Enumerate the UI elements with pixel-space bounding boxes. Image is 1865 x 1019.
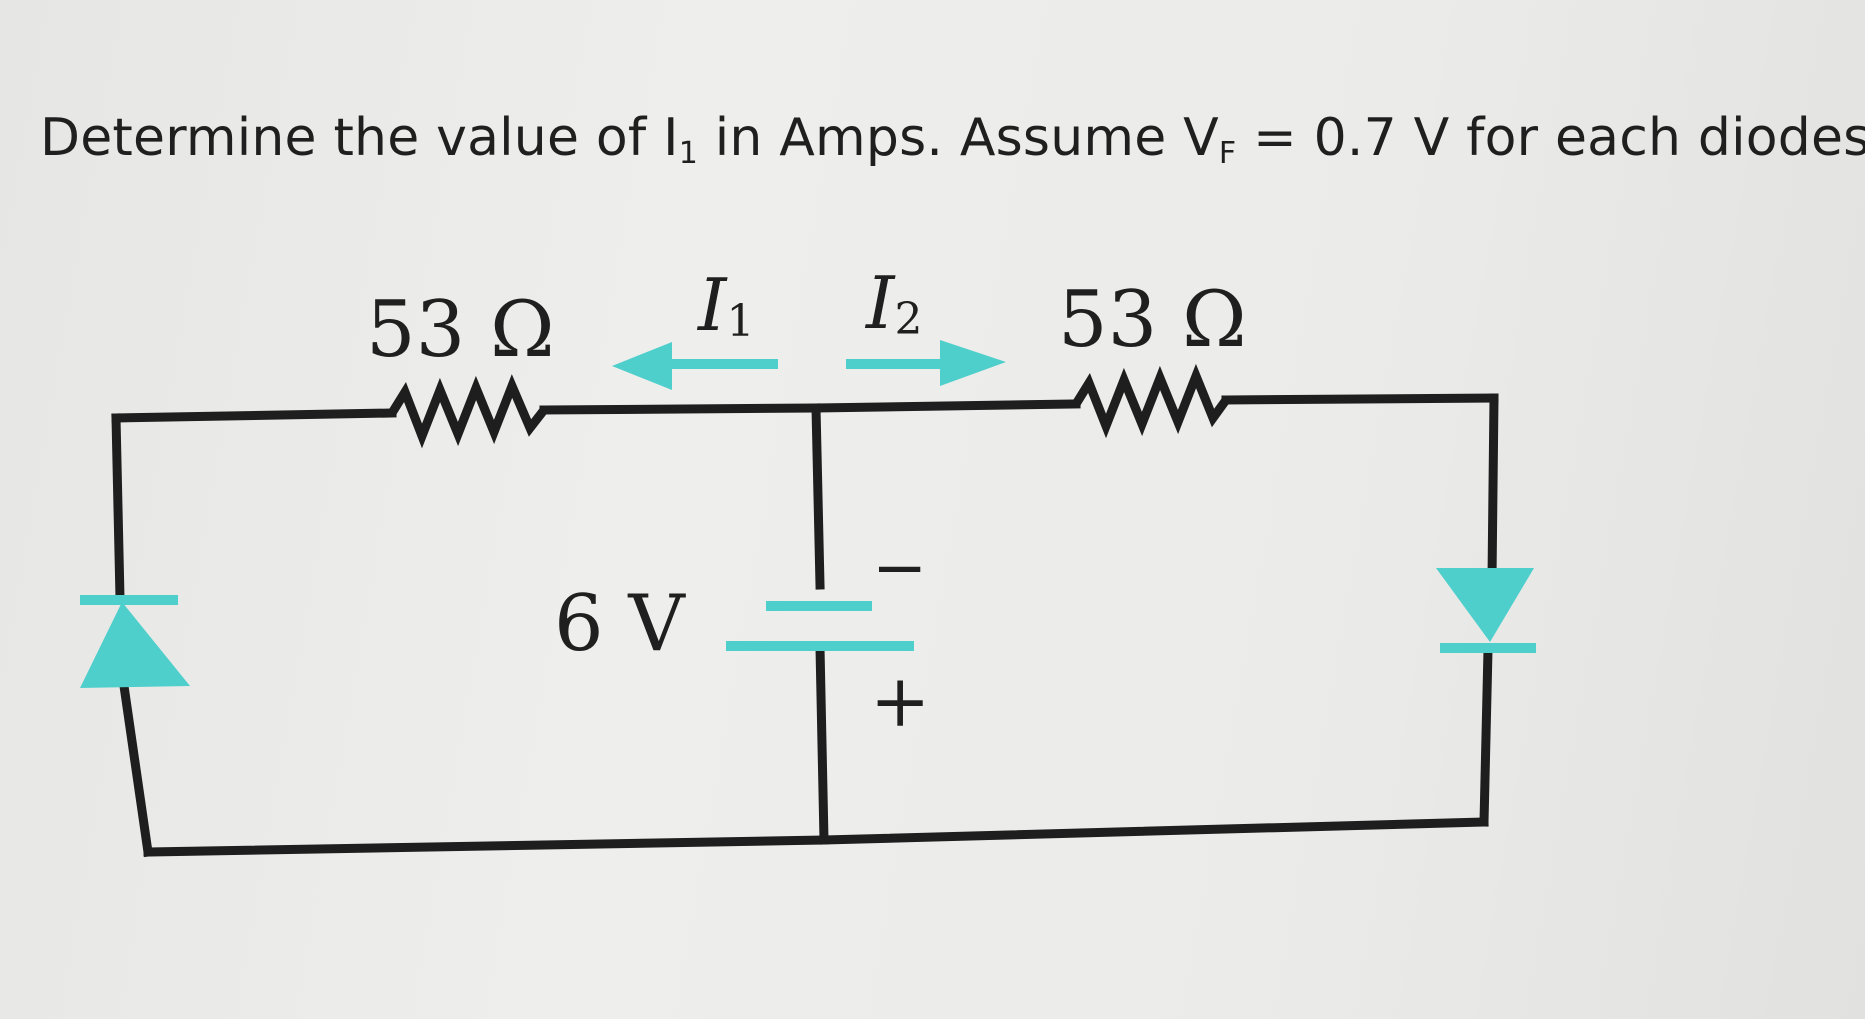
wire-right-lower bbox=[1479, 645, 1493, 827]
current-arrow-right-icon bbox=[846, 340, 1006, 386]
wire-top-right bbox=[1221, 393, 1499, 405]
left-resistor-label: 53 Ω bbox=[366, 285, 555, 375]
wire-left-upper bbox=[111, 413, 125, 603]
left-diode-icon bbox=[80, 595, 190, 688]
wire-top-left bbox=[111, 408, 397, 423]
current-subscript-1: 1 bbox=[726, 296, 754, 347]
current-subscript-2: 2 bbox=[894, 294, 922, 345]
question-subscript-f: F bbox=[1218, 136, 1237, 171]
wire-right-upper bbox=[1487, 393, 1499, 583]
current-label-2: I2 bbox=[864, 261, 922, 345]
question-text: Determine the value of I1 in Amps. Assum… bbox=[40, 108, 1865, 171]
right-resistor-icon bbox=[1072, 363, 1230, 439]
current-symbol-2: I bbox=[864, 261, 896, 345]
right-resistor-label: 53 Ω bbox=[1058, 275, 1247, 365]
left-resistor-icon bbox=[388, 374, 548, 449]
right-diode-icon bbox=[1436, 568, 1536, 653]
circuit-wires bbox=[111, 393, 1499, 858]
current-arrow-left-icon bbox=[612, 342, 778, 390]
wire-middle-upper bbox=[811, 403, 825, 590]
question-part1: Determine the value of I bbox=[40, 108, 679, 168]
source-plus-label: + bbox=[870, 659, 930, 743]
current-label-1: I1 bbox=[696, 263, 754, 347]
wire-bottom bbox=[143, 817, 1489, 857]
wire-top-mid bbox=[539, 399, 1081, 415]
question-part3: = 0.7 V for each diodes. bbox=[1236, 108, 1865, 168]
wire-middle-lower bbox=[815, 643, 829, 845]
source-minus-label: − bbox=[872, 529, 927, 606]
battery-icon bbox=[726, 601, 914, 651]
wire-left-lower bbox=[118, 680, 154, 858]
source-voltage-label: 6 V bbox=[554, 579, 686, 669]
question-subscript-1: 1 bbox=[678, 136, 698, 171]
question-part2: in Amps. Assume V bbox=[697, 108, 1219, 168]
current-symbol-1: I bbox=[696, 263, 728, 347]
